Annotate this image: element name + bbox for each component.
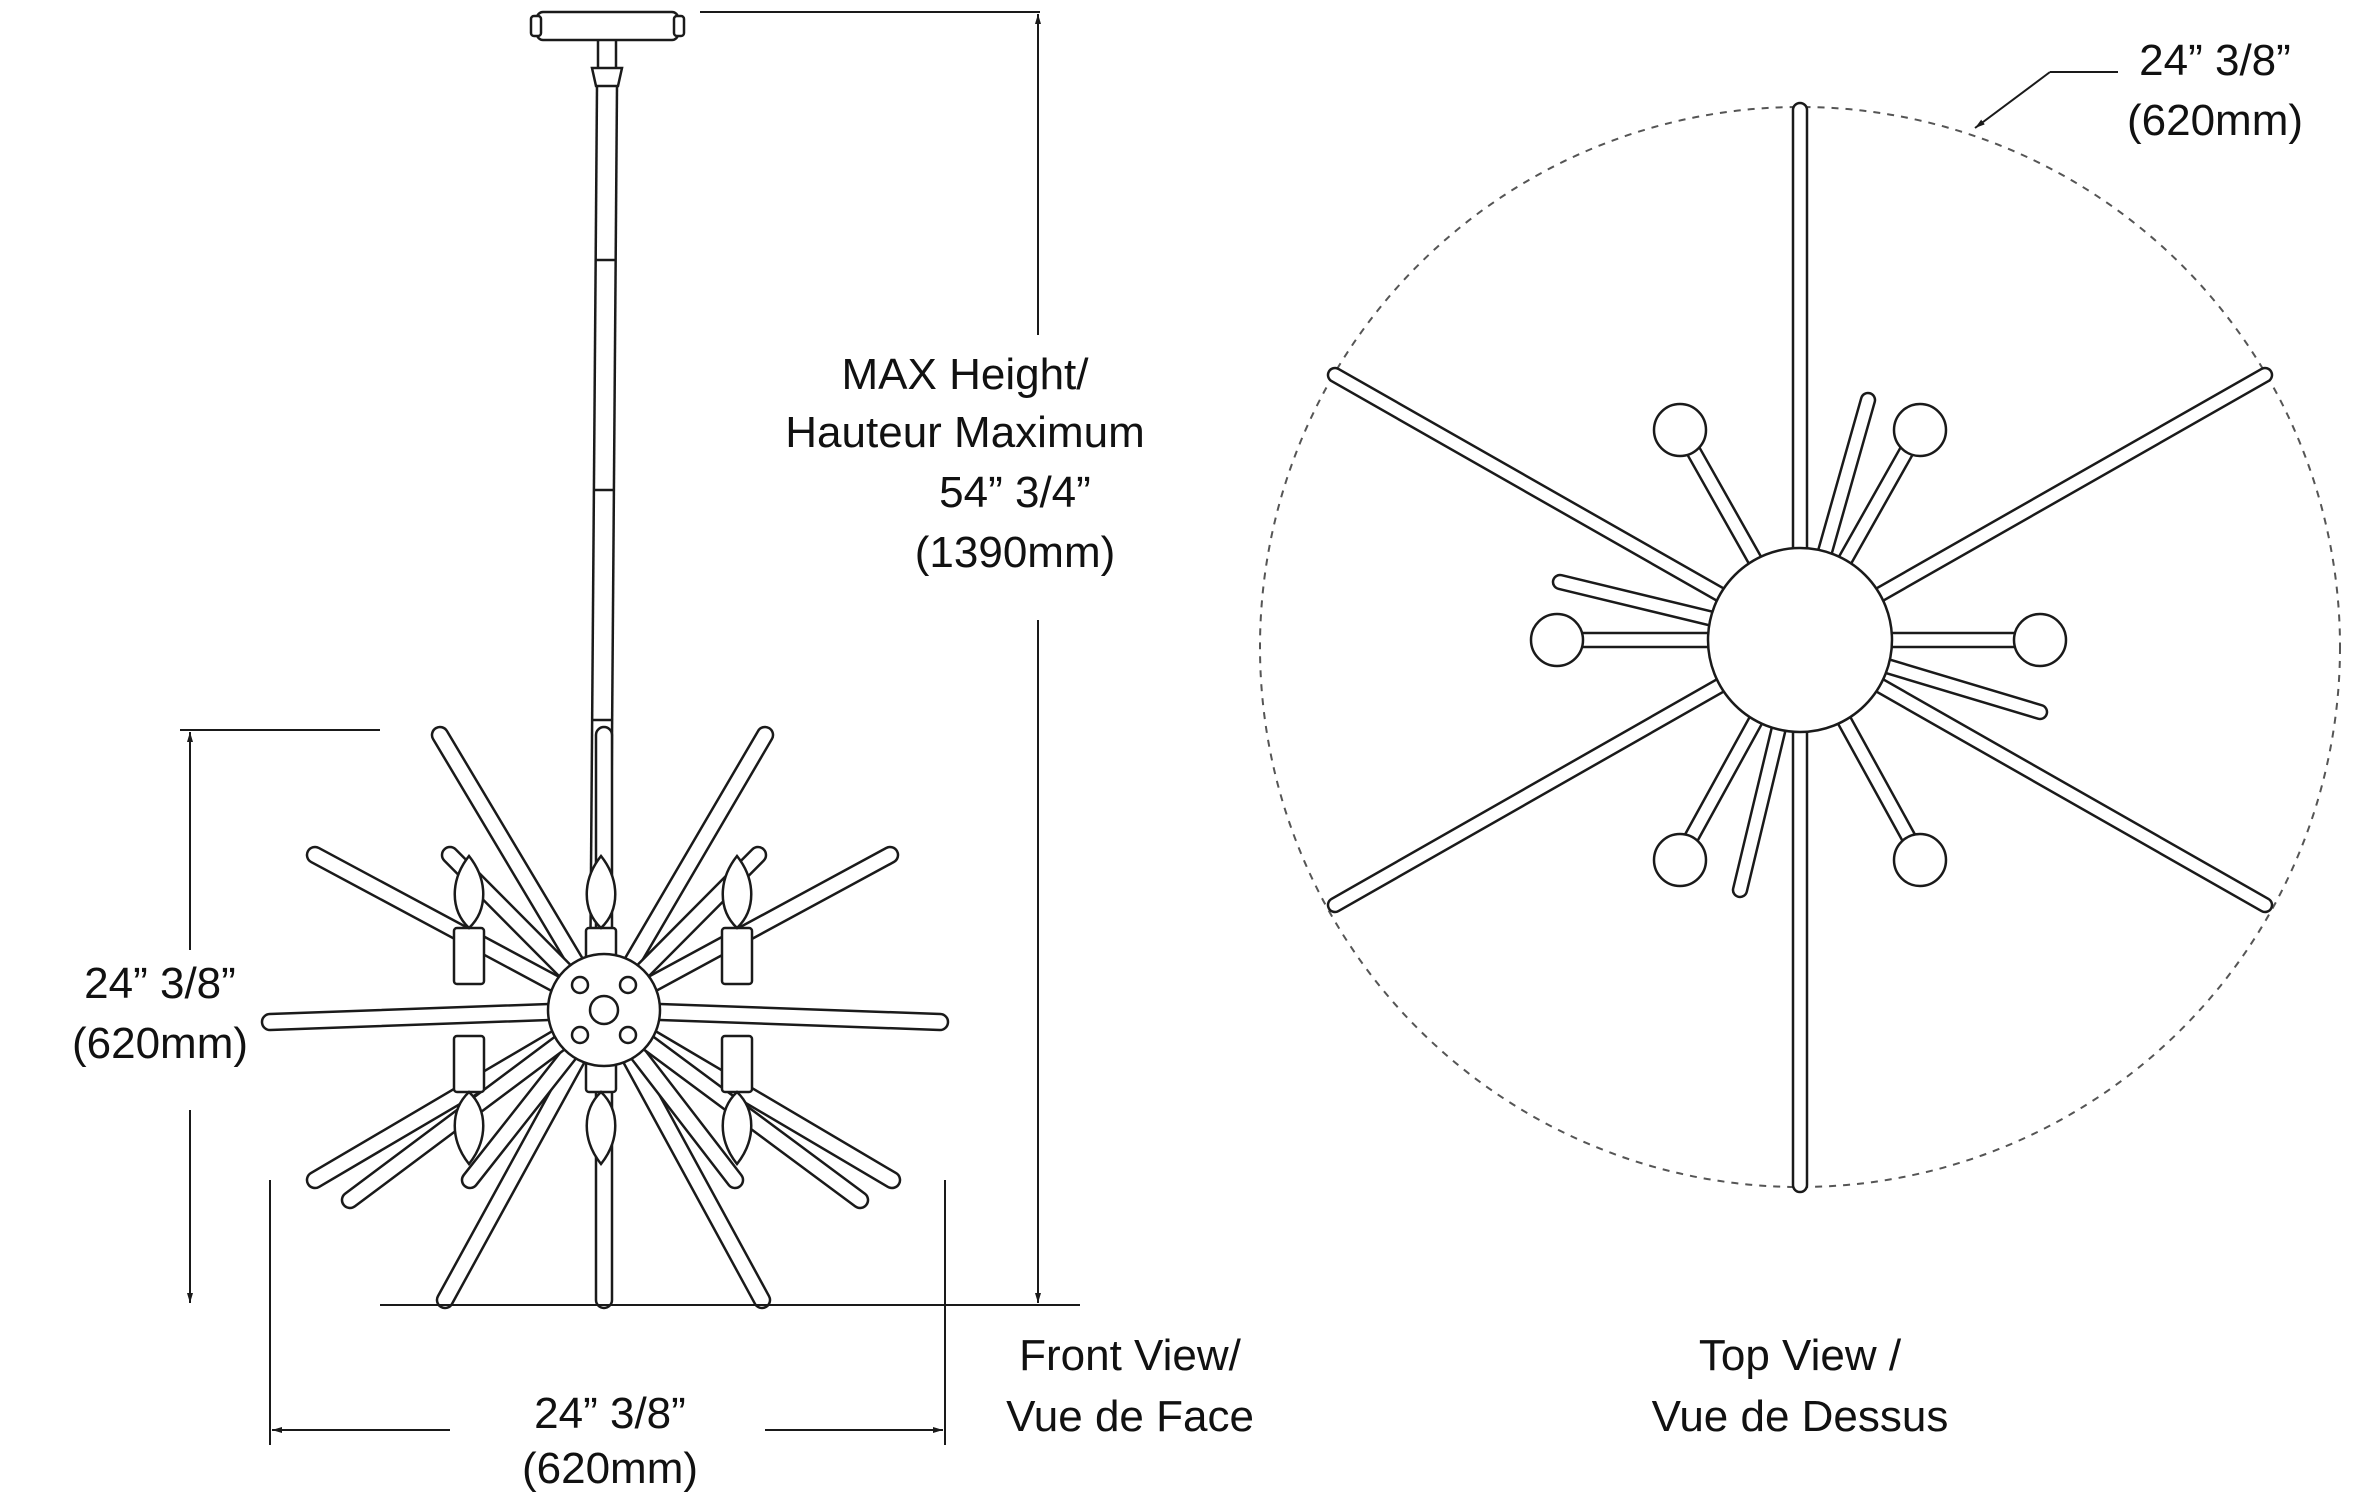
top-center-hub (1706, 546, 1894, 734)
top-view-title-line2: Vue de Dessus (1651, 1392, 1949, 1441)
front-view-title-line1: Front View/ (1019, 1331, 1241, 1380)
top-view-outline-circle (1259, 106, 2341, 1188)
top-view-drawing (1259, 101, 2341, 1194)
bottom-width-imperial: 24” 3/8” (534, 1389, 686, 1438)
top-diameter-imperial: 24” 3/8” (2139, 36, 2291, 85)
front-view-title-line2: Vue de Face (1006, 1392, 1254, 1441)
top-diameter-metric: (620mm) (2126, 96, 2304, 145)
ceiling-canopy (535, 10, 680, 42)
front-view-drawing (260, 10, 950, 1310)
height-label-line1: MAX Height/ (841, 350, 1089, 399)
height-metric-value: (1390mm) (914, 528, 1116, 577)
top-view-title-line1: Top View / (1698, 1331, 1902, 1380)
side-width-metric: (620mm) (71, 1019, 249, 1068)
height-label-line2: Hauteur Maximum (785, 408, 1145, 457)
front-dimension-lines (180, 11, 1080, 1445)
height-imperial-value: 54” 3/4” (939, 468, 1091, 517)
top-dimension-leader (1974, 71, 2118, 129)
top-globes (1529, 402, 2068, 888)
bottom-width-metric: (620mm) (521, 1444, 699, 1493)
side-width-imperial: 24” 3/8” (84, 959, 236, 1008)
